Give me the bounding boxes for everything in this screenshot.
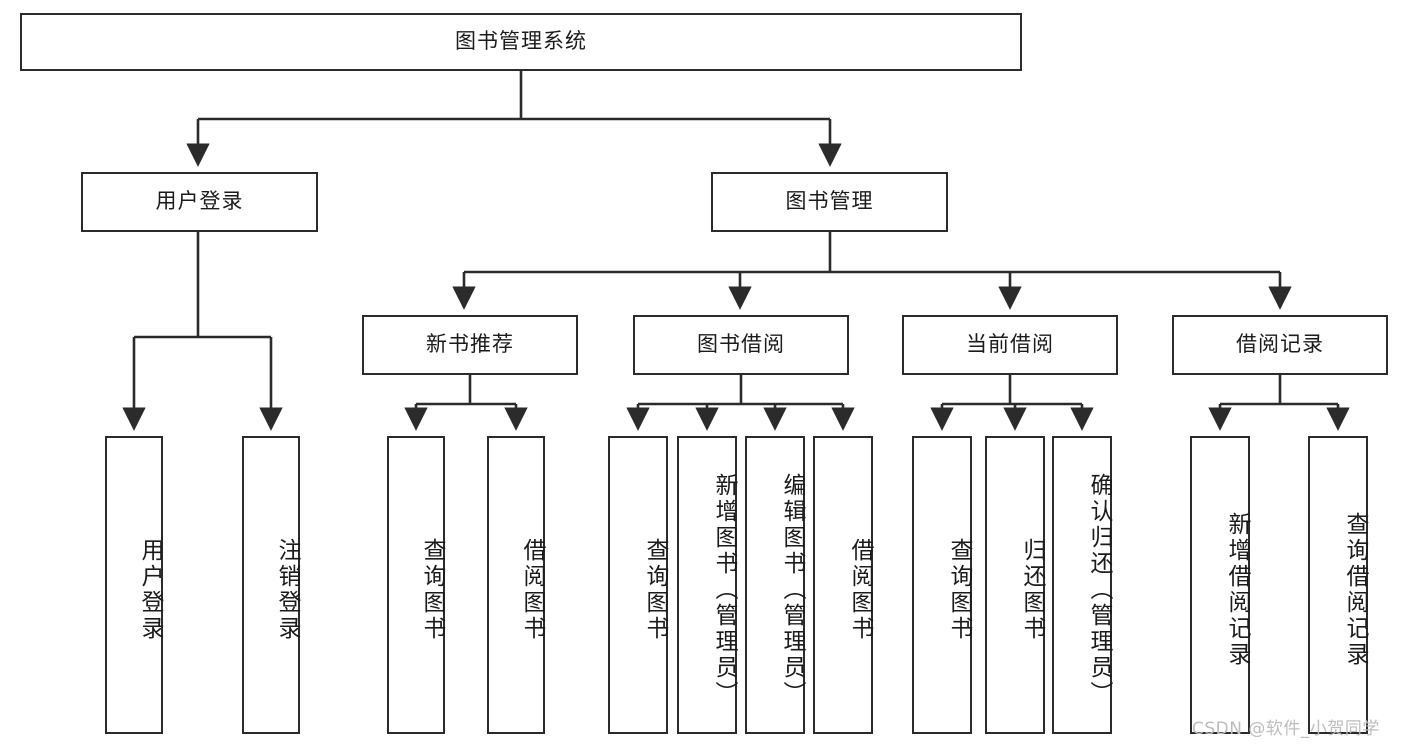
leaf-node[interactable]: 查询图书: [608, 436, 668, 734]
node-label: 借阅图书: [519, 538, 545, 642]
leaf-node[interactable]: 新增借阅记录: [1190, 436, 1250, 734]
node-user-login[interactable]: 用户登录: [81, 172, 318, 232]
node-book-management[interactable]: 图书管理: [711, 172, 948, 232]
node-label: 编辑图书（管理员）: [779, 473, 805, 707]
leaf-node[interactable]: 注销登录: [242, 436, 300, 734]
node-label: 借阅记录: [1236, 332, 1324, 357]
node-label: 新增借阅记录: [1224, 512, 1250, 668]
node-label: 借阅图书: [847, 538, 873, 642]
node-label: 查询借阅记录: [1342, 512, 1368, 668]
node-label: 查询图书: [419, 538, 445, 642]
node-new-book-recommend[interactable]: 新书推荐: [362, 315, 578, 375]
leaf-node[interactable]: 查询借阅记录: [1308, 436, 1368, 734]
csdn-watermark: CSDN @软件_小贺同学: [1192, 719, 1380, 739]
leaf-node[interactable]: 查询图书: [912, 436, 972, 734]
node-label: 图书借阅: [697, 332, 785, 357]
node-label: 当前借阅: [966, 332, 1054, 357]
leaf-node[interactable]: 用户登录: [105, 436, 163, 734]
node-label: 新书推荐: [426, 332, 514, 357]
leaf-node[interactable]: 新增图书（管理员）: [677, 436, 737, 734]
node-label: 图书管理系统: [455, 29, 587, 54]
node-label: 用户登录: [137, 538, 163, 642]
node-borrow-records[interactable]: 借阅记录: [1172, 315, 1388, 375]
leaf-node[interactable]: 查询图书: [387, 436, 445, 734]
node-label: 查询图书: [946, 538, 972, 642]
node-label: 注销登录: [274, 538, 300, 642]
leaf-node[interactable]: 编辑图书（管理员）: [745, 436, 805, 734]
node-book-borrow[interactable]: 图书借阅: [633, 315, 849, 375]
node-label: 确认归还（管理员）: [1086, 473, 1112, 707]
node-label: 新增图书（管理员）: [711, 473, 737, 707]
leaf-node[interactable]: 归还图书: [985, 436, 1045, 734]
leaf-node[interactable]: 借阅图书: [813, 436, 873, 734]
node-label: 图书管理: [785, 189, 874, 214]
leaf-node[interactable]: 确认归还（管理员）: [1052, 436, 1112, 734]
node-label: 用户登录: [155, 189, 244, 214]
leaf-node[interactable]: 借阅图书: [487, 436, 545, 734]
node-label: 查询图书: [642, 538, 668, 642]
node-current-borrow[interactable]: 当前借阅: [902, 315, 1118, 375]
node-label: 归还图书: [1019, 538, 1045, 642]
node-root-system[interactable]: 图书管理系统: [20, 13, 1022, 71]
